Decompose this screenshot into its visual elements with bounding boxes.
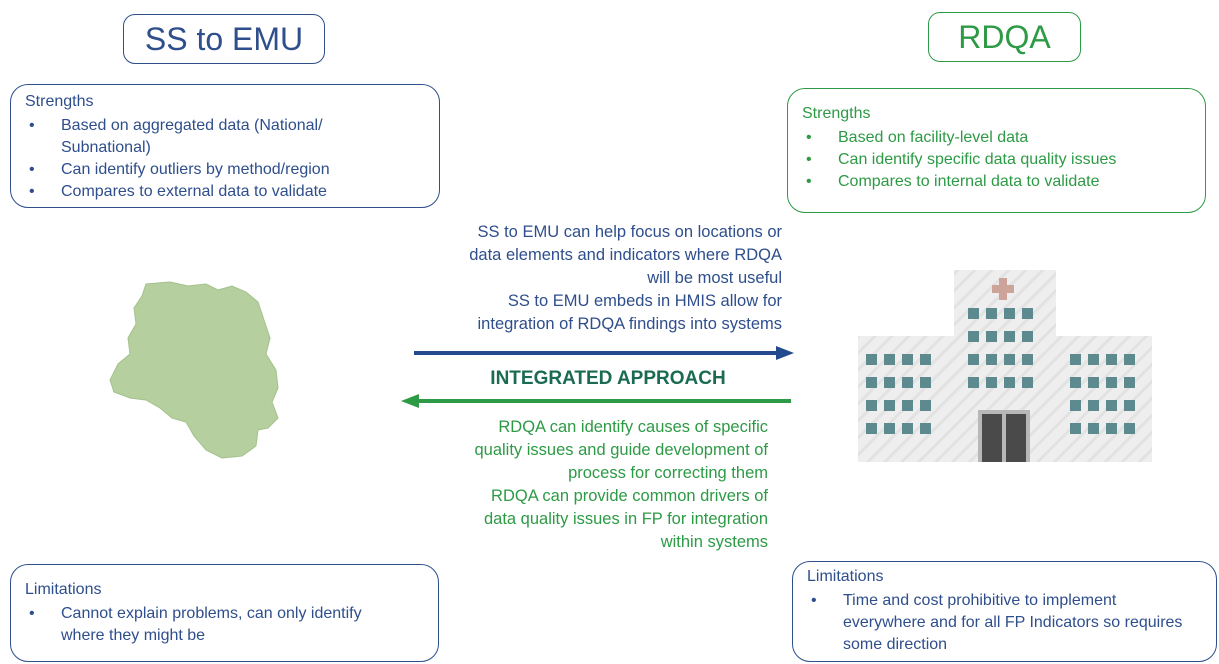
strengths-header: Strengths xyxy=(802,105,871,122)
rdqa-benefits-text: RDQA can identify causes of specific qua… xyxy=(410,416,768,554)
text-line: within systems xyxy=(660,533,768,551)
limitations-header: Limitations xyxy=(807,568,884,585)
rdqa-title: RDQA xyxy=(928,12,1081,62)
list-item: Time and cost prohibitive to implement e… xyxy=(807,590,1203,656)
rdqa-limitations-box: Limitations Time and cost prohibitive to… xyxy=(792,561,1217,662)
list-item: Compares to internal data to validate xyxy=(802,171,1193,193)
list-item: Can identify specific data quality issue… xyxy=(802,149,1193,171)
arrow-right-icon xyxy=(414,346,794,360)
text-line: data quality issues in FP for integratio… xyxy=(483,510,768,528)
text-line: SS to EMU embeds in HMIS allow for xyxy=(507,292,782,310)
hospital-building-icon xyxy=(858,270,1152,462)
text-line: integration of RDQA findings into system… xyxy=(477,315,782,333)
ss-to-emu-title: SS to EMU xyxy=(123,14,325,64)
text-line: quality issues and guide development of xyxy=(474,441,768,459)
text-line: RDQA can identify causes of specific xyxy=(498,418,768,436)
list-item: Based on facility-level data xyxy=(802,127,1193,149)
country-map-icon xyxy=(109,281,279,459)
strengths-header: Strengths xyxy=(25,93,94,110)
list-item: Can identify outliers by method/region xyxy=(25,159,427,181)
rdqa-strengths-box: Strengths Based on facility-level data C… xyxy=(787,88,1206,213)
ss-to-emu-strengths-box: Strengths Based on aggregated data (Nati… xyxy=(10,84,440,208)
ss-to-emu-benefits-text: SS to EMU can help focus on locations or… xyxy=(410,221,782,336)
ss-to-emu-limitations-box: Limitations Cannot explain problems, can… xyxy=(10,564,439,662)
text-line: data elements and indicators where RDQA xyxy=(469,246,782,264)
text-line: SS to EMU can help focus on locations or xyxy=(477,223,783,241)
integrated-approach-label: INTEGRATED APPROACH xyxy=(490,368,726,389)
text-line: process for correcting them xyxy=(568,464,768,482)
list-item: Compares to external data to validate xyxy=(25,181,427,203)
list-item: Cannot explain problems, can only identi… xyxy=(25,603,391,647)
text-line: will be most useful xyxy=(647,269,782,287)
list-item: Based on aggregated data (National/ Subn… xyxy=(25,115,391,159)
limitations-header: Limitations xyxy=(25,581,102,598)
arrow-left-icon xyxy=(401,394,791,408)
text-line: RDQA can provide common drivers of xyxy=(491,487,768,505)
